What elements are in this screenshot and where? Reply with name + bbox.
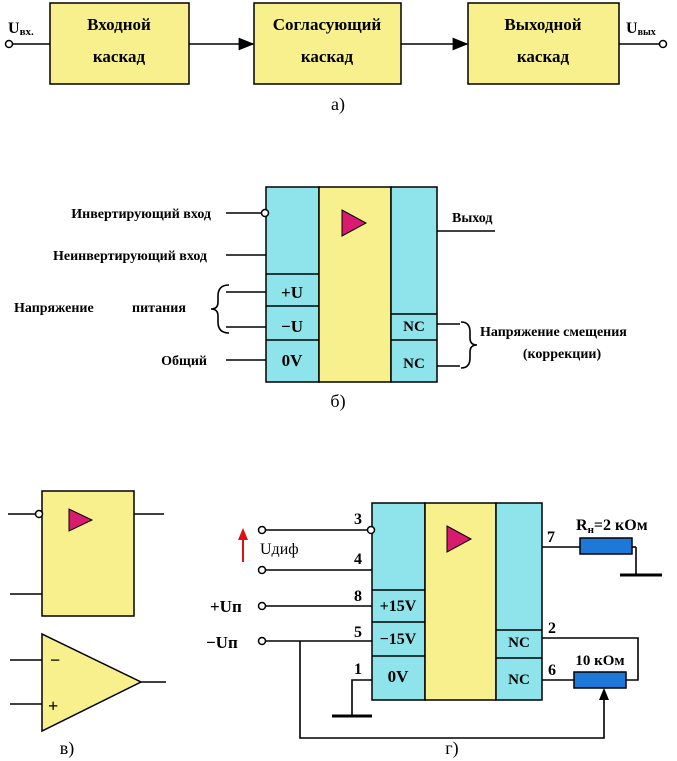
center-amplifier-body (318, 186, 392, 383)
opamp-triangle-symbol (41, 632, 143, 733)
pin-num-5: 5 (354, 624, 362, 641)
pin-nc-g2: NC (508, 672, 530, 688)
pin-num-6: 6 (548, 662, 556, 679)
triangle-icon-v (68, 508, 94, 532)
supply-label-left: Напряжение (14, 301, 94, 316)
caption-b: б) (330, 391, 345, 412)
output-terminal (658, 39, 668, 49)
input-stage-line1: Входной (87, 15, 151, 34)
input-label: Uвх. (8, 20, 34, 38)
minus-up-label: −Uп (206, 633, 238, 652)
pin-num-1: 1 (354, 661, 362, 678)
udif-terminal-2 (257, 565, 267, 575)
pin-num-2: 2 (548, 620, 556, 637)
pin-num-3: 3 (354, 511, 362, 528)
load-resistor (579, 537, 633, 555)
panel-g: +15V −15V 0V NC NC 3 4 (206, 502, 662, 759)
input-terminal (4, 39, 14, 49)
pin-0v: 0V (282, 351, 304, 370)
pin-nc-g1: NC (508, 635, 530, 651)
pin-minus-u: −U (281, 317, 303, 336)
plus-supply-terminal (257, 601, 267, 611)
pin-plus-u: +U (281, 283, 303, 302)
minus-sign: − (50, 650, 60, 670)
panel-a: Uвх. Входной каскад Согласующий каскад В… (4, 2, 668, 115)
supply-brace (210, 284, 230, 334)
offset-potentiometer (573, 671, 627, 689)
matching-stage-block (253, 2, 402, 85)
offset-brace (460, 321, 478, 369)
minus-supply-terminal (257, 636, 267, 646)
inverting-input-bubble (260, 208, 270, 218)
output-stage-line2: каскад (517, 47, 570, 66)
triangle-icon-g (446, 525, 473, 553)
matching-stage-line1: Согласующий (273, 15, 382, 34)
output-stage-block (467, 2, 620, 85)
g-left-pin-column (371, 502, 426, 701)
pin-0v-g: 0V (388, 667, 410, 686)
pot-label: 10 кОм (575, 653, 624, 669)
input-stage-line2: каскад (93, 47, 146, 66)
amplifier-triangle-icon (341, 209, 368, 237)
output-stage-line1: Выходной (504, 15, 581, 34)
supply-label-right: питания (132, 301, 186, 316)
pin-num-4: 4 (354, 551, 362, 568)
pin-num-8: 8 (354, 588, 362, 605)
load-resistor-label: Rн=2 кОм (576, 517, 648, 536)
udif-label: Uдиф (260, 541, 299, 558)
plus-up-label: +Uп (210, 597, 242, 616)
pin-nc-1: NC (403, 319, 425, 335)
panel-v: − + в) (8, 490, 166, 759)
pin-plus15: +15V (380, 598, 417, 615)
offset-label-1: Напряжение смещения (480, 325, 627, 340)
inverting-bubble-v (34, 509, 44, 519)
noninverting-input-label: Неинвертирующий вход (53, 249, 207, 264)
caption-a: а) (331, 94, 345, 115)
g-right-pin-column (495, 502, 543, 701)
output-label-b: Выход (452, 211, 492, 226)
pin-minus15: −15V (380, 631, 417, 648)
plus-sign: + (48, 696, 58, 716)
output-label: Uвых (626, 20, 656, 38)
panel-b: +U −U 0V NC NC Инвертирующий вход Неинве… (14, 186, 627, 412)
inverting-input-label: Инвертирующий вход (71, 207, 211, 222)
pin-num-7: 7 (547, 529, 555, 546)
common-label: Общий (161, 354, 207, 369)
caption-v: в) (60, 738, 75, 759)
opamp-rect-symbol (41, 490, 135, 617)
left-pin-column (265, 186, 320, 383)
pin-nc-2: NC (403, 356, 425, 372)
right-pin-column (390, 186, 438, 383)
g-amplifier-body (424, 502, 497, 701)
caption-g: г) (445, 738, 458, 759)
g-inverting-bubble (366, 525, 376, 535)
matching-stage-line2: каскад (301, 47, 354, 66)
offset-label-2: (коррекции) (523, 347, 602, 362)
udif-terminal-1 (257, 525, 267, 535)
